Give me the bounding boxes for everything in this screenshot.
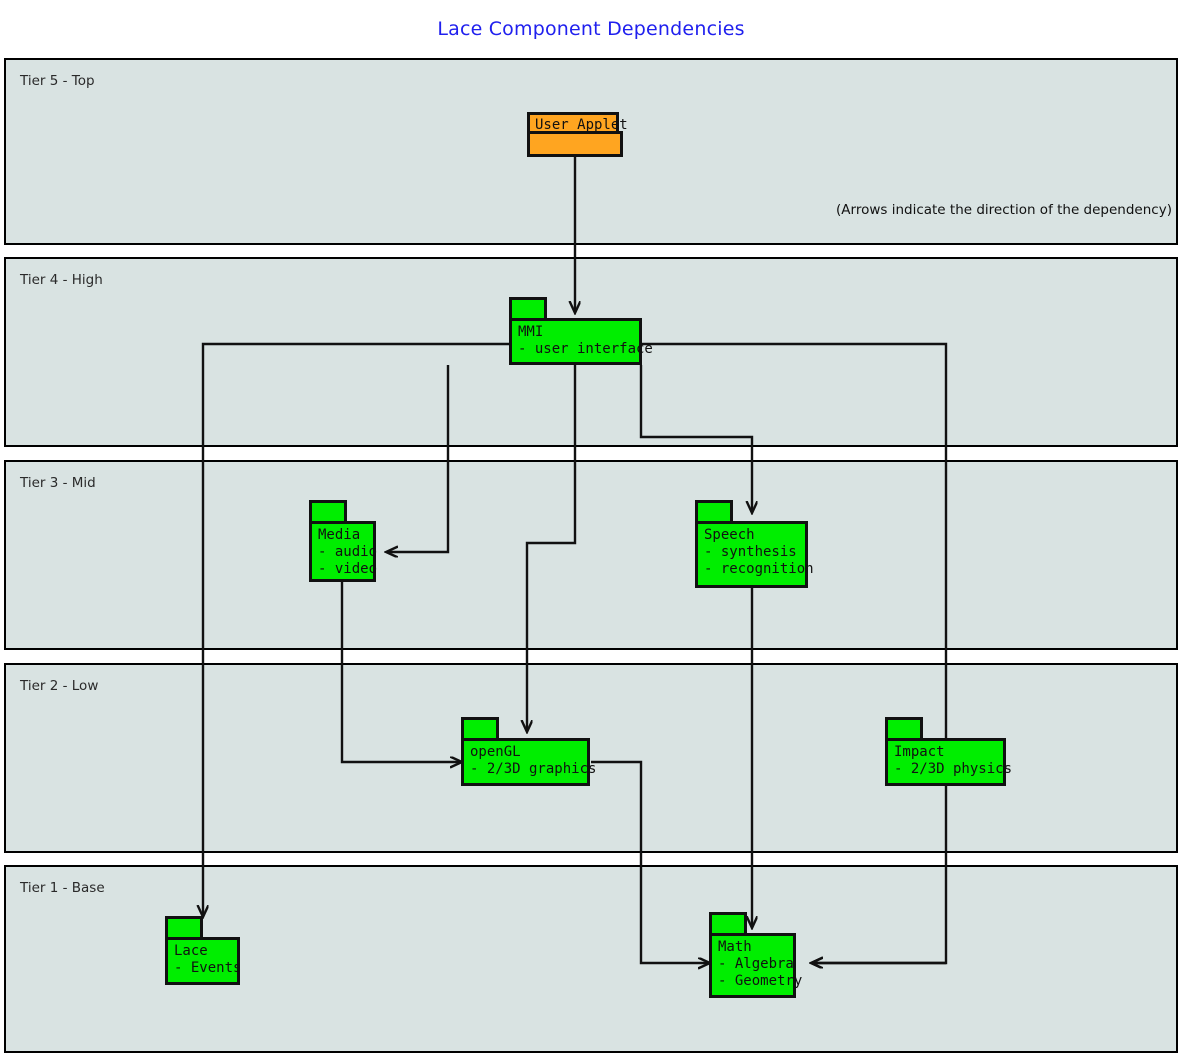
package-opengl-body: openGL - 2/3D graphics — [461, 738, 596, 786]
arrow-direction-note: (Arrows indicate the direction of the de… — [836, 202, 1172, 218]
package-lace[interactable]: Lace - Events — [165, 916, 241, 985]
arrow-opengl-to-math — [591, 760, 709, 963]
tier-4-label: Tier 4 - High — [20, 272, 103, 288]
tier-3-mid: Tier 3 - Mid — [4, 460, 1178, 650]
package-speech-body: Speech - synthesis - recognition — [695, 521, 814, 588]
page-title: Lace Component Dependencies — [437, 18, 745, 40]
tier-3-label: Tier 3 - Mid — [20, 475, 96, 491]
package-mmi[interactable]: MMI - user interface — [509, 297, 653, 365]
arrow-mmi-to-lace — [203, 342, 509, 916]
arrow-mmi-to-opengl — [527, 365, 577, 731]
tier-1-base: Tier 1 - Base — [4, 865, 1178, 1053]
package-mmi-body: MMI - user interface — [509, 318, 653, 365]
arrow-mmi-to-media — [387, 365, 450, 552]
package-math[interactable]: Math - Algebra - Geometry — [709, 912, 802, 998]
package-user-applet[interactable]: User Applet — [527, 112, 628, 157]
package-impact-body: Impact - 2/3D physics — [885, 738, 1012, 786]
arrow-mmi-to-speech — [639, 365, 752, 512]
package-math-body: Math - Algebra - Geometry — [709, 933, 802, 998]
package-lace-body: Lace - Events — [165, 937, 241, 985]
package-media-body: Media - audio - video — [309, 521, 377, 582]
tier-1-label: Tier 1 - Base — [20, 880, 105, 896]
package-user-applet-body — [527, 131, 623, 157]
package-media[interactable]: Media - audio - video — [309, 500, 377, 582]
tier-2-label: Tier 2 - Low — [20, 678, 99, 694]
tier-5-label: Tier 5 - Top — [20, 73, 95, 89]
package-impact[interactable]: Impact - 2/3D physics — [885, 717, 1012, 786]
package-speech[interactable]: Speech - synthesis - recognition — [695, 500, 814, 588]
package-math-tab — [709, 912, 747, 936]
arrow-media-to-opengl — [340, 582, 461, 762]
package-opengl[interactable]: openGL - 2/3D graphics — [461, 717, 596, 786]
